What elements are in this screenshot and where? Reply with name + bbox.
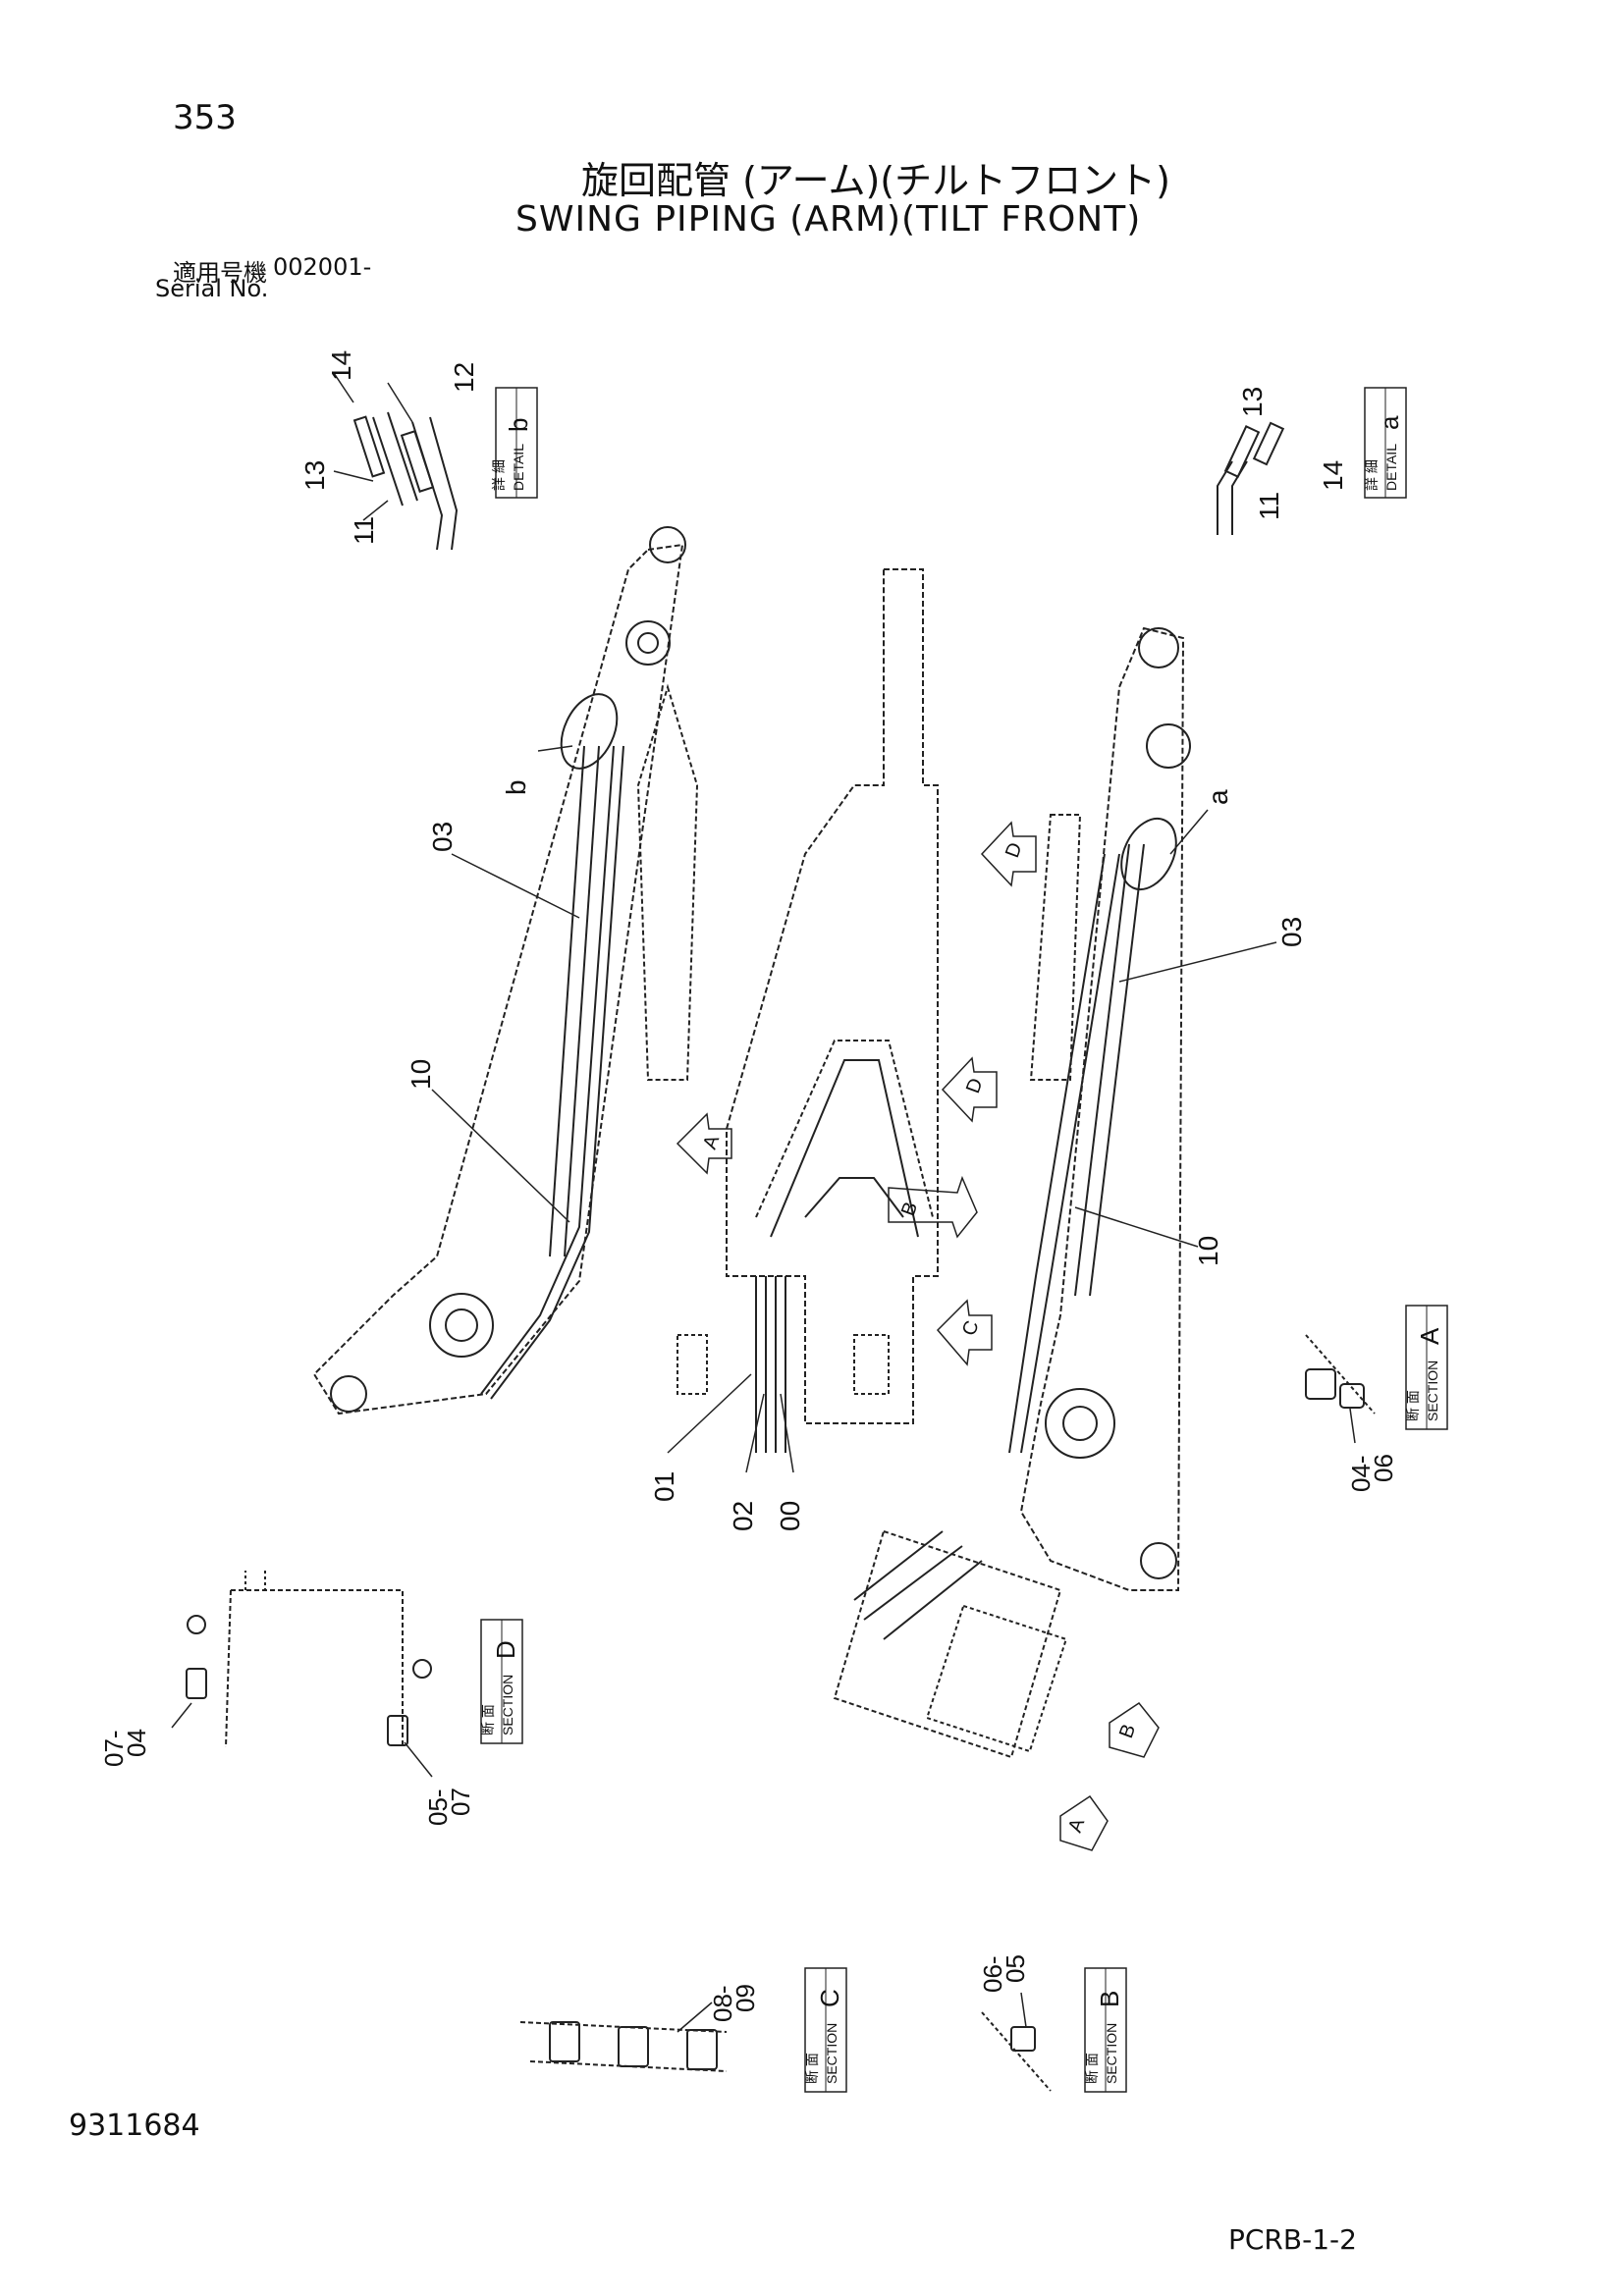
part-13: 13 [299, 460, 330, 491]
section-b-en: SECTION [1104, 2023, 1119, 2084]
section-a-part-04: 04- [1346, 1455, 1376, 1492]
title-japanese: 旋回配管 (アーム)(チルトフロント) [581, 159, 1170, 202]
detail-a-letter: a [1375, 415, 1404, 430]
svg-text:A: A [699, 1132, 724, 1152]
svg-text:D: D [1001, 840, 1027, 861]
section-d-jp: 断 面 [480, 1704, 496, 1735]
serial-label-english: Serial No. [155, 275, 269, 302]
section-b-part-05: 05 [1001, 1954, 1030, 1983]
section-d-en: SECTION [500, 1675, 515, 1735]
left-arm-part-10: 10 [406, 1059, 436, 1090]
section-d-part-07b: 07 [446, 1788, 475, 1816]
section-a-view [1305, 1334, 1376, 1444]
section-c-letter: C [815, 1989, 844, 2007]
serial-value: 002001- [273, 253, 372, 281]
part-00: 00 [775, 1501, 805, 1531]
part-11: 11 [1254, 492, 1284, 520]
section-d-part-07a: 07- [99, 1730, 129, 1767]
title-english: SWING PIPING (ARM)(TILT FRONT) [515, 199, 1142, 240]
serial-label-japanese: 適用号機 [173, 259, 267, 287]
view-arrow-c: C [936, 1299, 993, 1366]
view-arrow-a-small: A [1059, 1794, 1109, 1851]
part-01: 01 [649, 1471, 679, 1502]
detail-a-en: DETAIL [1383, 444, 1399, 491]
detail-b-letter: b [504, 418, 533, 432]
left-arm-b-label: b [501, 779, 531, 795]
part-13: 13 [1237, 387, 1268, 417]
detail-b-en: DETAIL [511, 444, 526, 491]
detail-b-jp: 詳 細 [491, 459, 507, 491]
section-d-part-04: 04 [122, 1729, 151, 1757]
section-b-part-06: 06- [978, 1955, 1007, 1993]
part-14: 14 [326, 350, 356, 381]
svg-text:B: B [1115, 1722, 1140, 1741]
section-c-part-08: 08- [708, 1985, 737, 2022]
section-c-part-09: 09 [731, 1984, 760, 2012]
view-arrow-b: B [888, 1175, 978, 1239]
section-c-en: SECTION [824, 2023, 839, 2084]
right-arm [1008, 626, 1191, 1591]
sheet-code: PCRB-1-2 [1228, 2223, 1357, 2256]
right-arm-part-03: 03 [1276, 917, 1307, 947]
view-arrow-a: A [676, 1112, 732, 1175]
part-02: 02 [728, 1501, 758, 1531]
detail-label: DETAIL [0, 375, 4, 429]
section-d-view [171, 1571, 433, 1778]
section-b-jp: 断 面 [1084, 2053, 1100, 2084]
view-arrow-b-small: B [1109, 1701, 1160, 1758]
section-b-letter: B [1095, 1991, 1124, 2007]
section-b-view [981, 1992, 1052, 2092]
section-c-view [519, 2002, 728, 2072]
section-d-letter: D [491, 1640, 520, 1659]
svg-text:A: A [1064, 1815, 1089, 1836]
section-a-part-06: 06 [1369, 1454, 1398, 1482]
part-11: 11 [349, 516, 379, 545]
detail-a-jp: 詳 細 [1364, 459, 1380, 491]
svg-text:C: C [958, 1318, 984, 1339]
view-arrow-d-upper: D [980, 821, 1037, 887]
right-arm-a-label: a [1203, 789, 1233, 805]
left-arm-part-03: 03 [427, 822, 458, 852]
page-number: 353 [173, 98, 237, 137]
section-d-part-05: 05- [423, 1789, 453, 1826]
section-c-jp: 断 面 [804, 2053, 820, 2084]
right-arm-part-10: 10 [1193, 1236, 1223, 1266]
section-b-main-view [833, 1529, 1068, 1759]
document-number: 9311684 [69, 2109, 200, 2143]
section-a-jp: 断 面 [1405, 1390, 1421, 1421]
part-14: 14 [1318, 460, 1348, 491]
center-boom [677, 568, 939, 1453]
detail-a-view [1217, 421, 1285, 535]
left-arm [312, 526, 699, 1415]
detail-b-view [333, 372, 459, 551]
section-a-letter: A [1415, 1327, 1444, 1345]
part-12: 12 [449, 362, 479, 393]
section-a-en: SECTION [1425, 1361, 1440, 1421]
detail-b-tag: DETAIL [0, 375, 538, 499]
svg-text:D: D [962, 1076, 988, 1096]
view-arrow-d-lower: D [941, 1056, 998, 1123]
